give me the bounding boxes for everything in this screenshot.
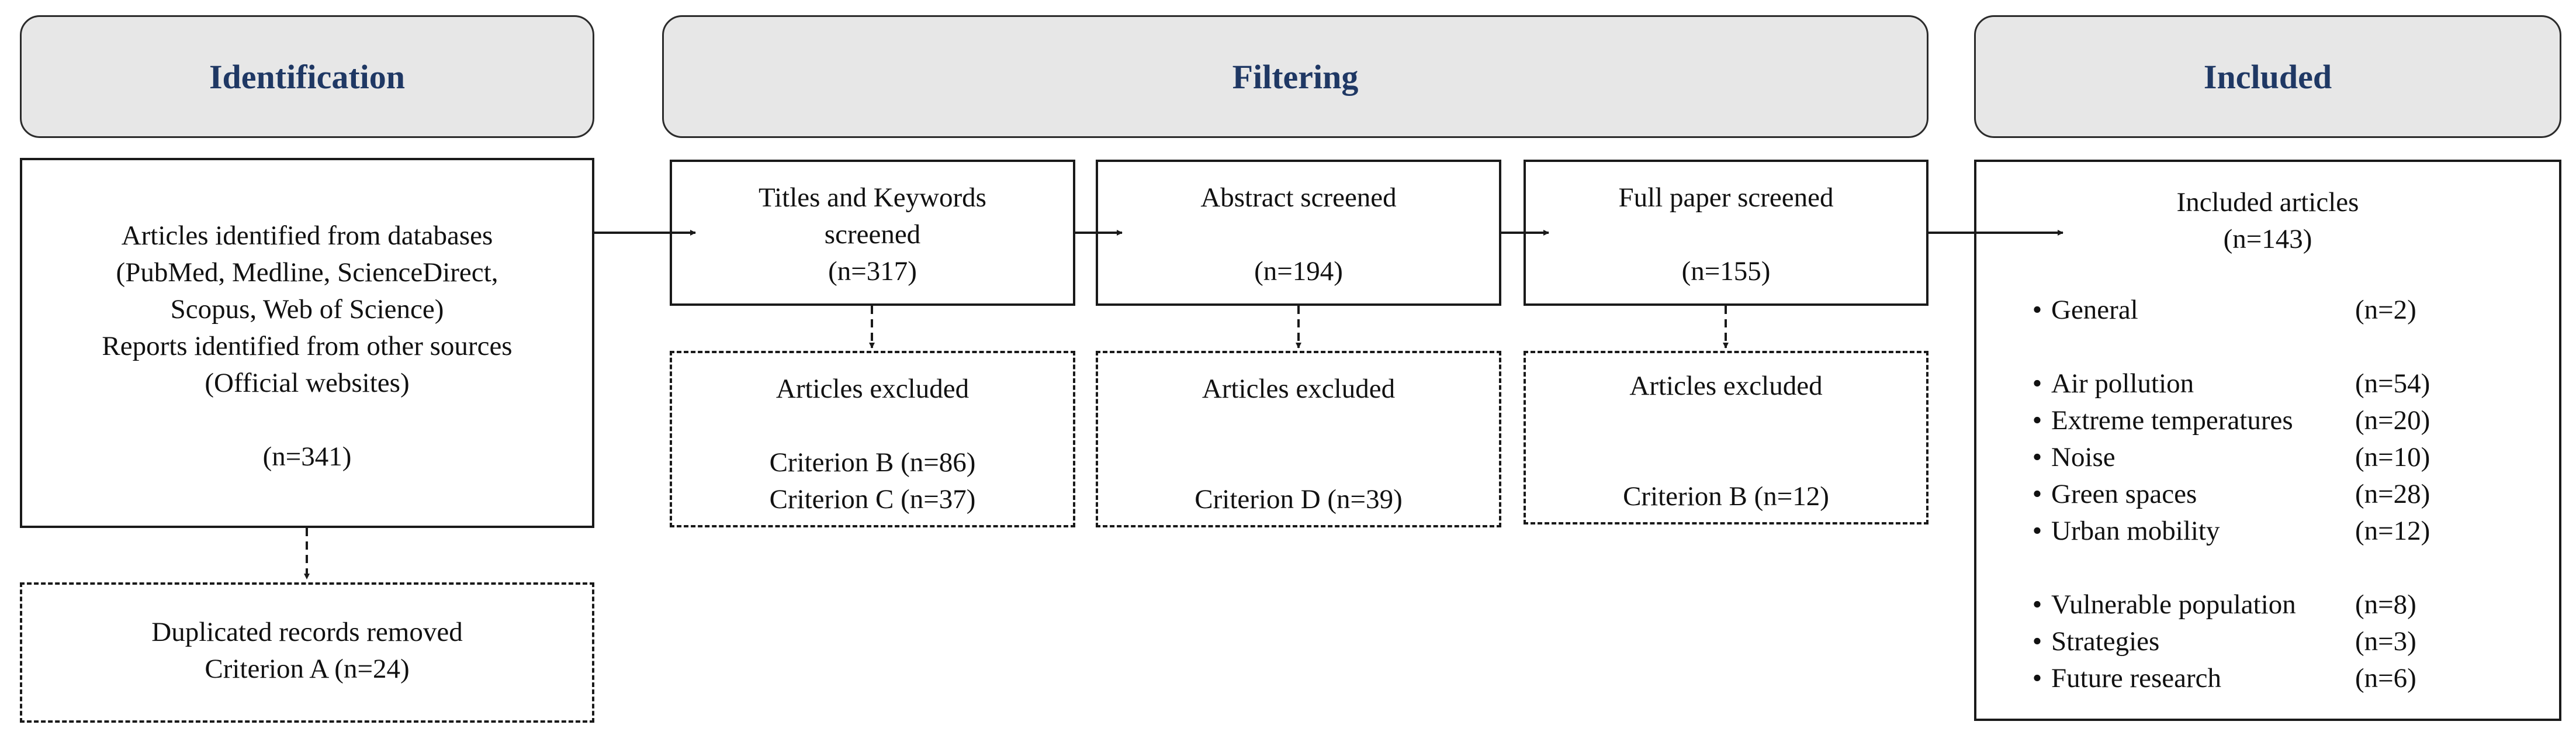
identification-line: (PubMed, Medline, ScienceDirect, <box>116 257 498 288</box>
category-label: Air pollution <box>2051 368 2194 399</box>
included-category-item: • General (n=2) <box>2023 292 2547 329</box>
excluded-title: Articles excluded <box>1629 371 1823 401</box>
category-count: (n=12) <box>2355 516 2430 546</box>
identification-count: (n=341) <box>262 441 352 472</box>
identification-header-label: Identification <box>209 57 406 96</box>
bullet: • <box>2032 479 2042 509</box>
bullet: • <box>2032 516 2042 546</box>
bullet: • <box>2032 295 2042 325</box>
filtering-header: Filtering <box>662 15 1928 138</box>
excluded-criterion: Criterion C (n=37) <box>769 484 976 515</box>
bullet: • <box>2032 626 2042 657</box>
screening-title: Titles and Keywords <box>759 182 986 213</box>
identification-line: Scopus, Web of Science) <box>170 294 444 325</box>
category-count: (n=54) <box>2355 368 2430 399</box>
identification-box: Articles identified from databases (PubM… <box>20 158 594 528</box>
category-label: Future research <box>2051 663 2221 693</box>
identification-header: Identification <box>20 15 594 138</box>
bullet: • <box>2032 589 2042 620</box>
included-articles-box: Included articles (n=143) • General (n=2… <box>1974 160 2561 721</box>
screening-count: (n=194) <box>1254 256 1343 287</box>
identification-line: (Official websites) <box>205 368 410 398</box>
included-header: Included <box>1974 15 2561 138</box>
category-label: Urban mobility <box>2051 516 2220 546</box>
category-label: Strategies <box>2051 626 2160 657</box>
screening-count: (n=155) <box>1681 256 1771 287</box>
filtering-header-label: Filtering <box>1232 57 1359 96</box>
included-title: Included articles <box>2176 187 2359 218</box>
category-label: Vulnerable population <box>2051 589 2296 620</box>
category-label: Green spaces <box>2051 479 2197 509</box>
bullet: • <box>2032 405 2042 436</box>
included-category-item: • Air pollution (n=54) <box>2023 365 2547 402</box>
identification-line: Reports identified from other sources <box>102 331 513 361</box>
abstract-screened-box: Abstract screened (n=194) <box>1096 160 1501 306</box>
included-category-list: • General (n=2) • Air pollution (n=54) •… <box>2023 292 2547 697</box>
duplicates-box: Duplicated records removed Criterion A (… <box>20 582 594 723</box>
excluded-title: Articles excluded <box>775 374 970 404</box>
bullet: • <box>2032 663 2042 693</box>
excluded-box-2: Articles excluded Criterion D (n=39) <box>1096 351 1501 527</box>
category-count: (n=10) <box>2355 442 2430 472</box>
excluded-box-1: Articles excluded Criterion B (n=86) Cri… <box>670 351 1075 527</box>
screening-title: screened <box>824 219 921 250</box>
excluded-criterion: Criterion D (n=39) <box>1194 484 1403 515</box>
category-count: (n=3) <box>2355 626 2416 657</box>
screening-title: Full paper screened <box>1618 182 1834 213</box>
included-count: (n=143) <box>2223 224 2312 254</box>
bullet: • <box>2032 368 2042 399</box>
included-category-item: • Noise (n=10) <box>2023 439 2547 476</box>
category-count: (n=20) <box>2355 405 2430 436</box>
included-header-label: Included <box>2203 57 2332 96</box>
category-label: Noise <box>2051 442 2115 472</box>
category-count: (n=28) <box>2355 479 2430 509</box>
excluded-criterion: Criterion B (n=86) <box>769 447 976 478</box>
screening-title: Abstract screened <box>1200 182 1397 213</box>
duplicates-title: Duplicated records removed <box>151 617 463 647</box>
excluded-criterion: Criterion B (n=12) <box>1623 481 1829 512</box>
category-label: Extreme temperatures <box>2051 405 2293 436</box>
identification-line: Articles identified from databases <box>121 220 493 251</box>
full-paper-screened-box: Full paper screened (n=155) <box>1524 160 1928 306</box>
excluded-title: Articles excluded <box>1202 374 1396 404</box>
bullet: • <box>2032 442 2042 472</box>
category-count: (n=2) <box>2355 295 2416 325</box>
screening-count: (n=317) <box>828 256 917 287</box>
included-category-item: • Extreme temperatures (n=20) <box>2023 402 2547 439</box>
included-category-item: • Strategies (n=3) <box>2023 623 2547 660</box>
category-count: (n=8) <box>2355 589 2416 620</box>
included-category-item: • Future research (n=6) <box>2023 660 2547 697</box>
included-category-item: • Urban mobility (n=12) <box>2023 513 2547 550</box>
excluded-box-3: Articles excluded Criterion B (n=12) <box>1524 351 1928 524</box>
included-category-item: • Vulnerable population (n=8) <box>2023 586 2547 623</box>
included-category-item: • Green spaces (n=28) <box>2023 476 2547 513</box>
category-count: (n=6) <box>2355 663 2416 693</box>
duplicates-criterion: Criterion A (n=24) <box>205 654 410 684</box>
category-label: General <box>2051 295 2138 325</box>
titles-keywords-screened-box: Titles and Keywords screened (n=317) <box>670 160 1075 306</box>
